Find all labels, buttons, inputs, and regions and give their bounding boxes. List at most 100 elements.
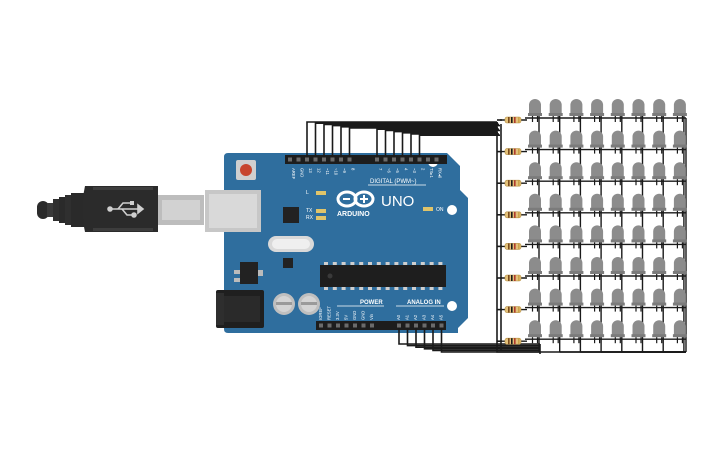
header-pin[interactable]	[431, 323, 435, 328]
jumper-wire[interactable]	[410, 133, 499, 157]
matrix-led[interactable]	[569, 130, 584, 154]
matrix-led[interactable]	[590, 193, 605, 217]
matrix-led[interactable]	[610, 288, 625, 312]
matrix-led[interactable]	[548, 320, 563, 344]
jumper-wire[interactable]	[323, 123, 499, 157]
resistor[interactable]	[500, 179, 527, 187]
matrix-led[interactable]	[672, 99, 687, 122]
matrix-led[interactable]	[652, 288, 667, 312]
header-pin[interactable]	[327, 323, 332, 328]
matrix-led[interactable]	[672, 320, 687, 344]
jumper-wire[interactable]	[348, 127, 499, 157]
jumper-wire[interactable]	[376, 128, 499, 157]
header-pin[interactable]	[296, 157, 301, 162]
matrix-led[interactable]	[672, 257, 687, 280]
matrix-led[interactable]	[569, 162, 584, 186]
matrix-led[interactable]	[569, 99, 584, 122]
matrix-led[interactable]	[548, 257, 563, 280]
header-pin[interactable]	[288, 157, 292, 162]
matrix-led[interactable]	[610, 99, 625, 122]
matrix-led[interactable]	[610, 162, 625, 186]
header-pin[interactable]	[409, 157, 413, 162]
matrix-led[interactable]	[548, 99, 563, 122]
header-pin[interactable]	[305, 157, 309, 162]
header-pin[interactable]	[344, 323, 349, 328]
jumper-wire[interactable]	[418, 134, 501, 157]
header-pin[interactable]	[313, 157, 318, 162]
header-pin[interactable]	[422, 323, 427, 328]
resistor[interactable]	[500, 116, 527, 124]
matrix-led[interactable]	[528, 288, 542, 312]
power-barrel-jack[interactable]	[216, 290, 264, 328]
matrix-led[interactable]	[610, 320, 625, 344]
matrix-led[interactable]	[652, 162, 667, 186]
matrix-led[interactable]	[590, 225, 605, 249]
jumper-wire[interactable]	[398, 328, 540, 345]
header-pin[interactable]	[392, 157, 396, 162]
matrix-led[interactable]	[652, 257, 667, 280]
matrix-led[interactable]	[528, 162, 542, 186]
matrix-led[interactable]	[569, 257, 584, 280]
header-pin[interactable]	[417, 157, 422, 162]
matrix-led[interactable]	[672, 130, 687, 154]
matrix-led[interactable]	[672, 162, 687, 186]
jumper-wire[interactable]	[406, 328, 541, 347]
header-pin[interactable]	[414, 323, 418, 328]
matrix-led[interactable]	[672, 193, 687, 217]
matrix-led[interactable]	[631, 257, 646, 280]
jumper-wire[interactable]	[432, 328, 540, 352]
led-matrix[interactable]	[528, 99, 687, 344]
resistor[interactable]	[500, 274, 527, 282]
header-pin[interactable]	[405, 323, 410, 328]
jumper-wire[interactable]	[331, 124, 501, 157]
matrix-led[interactable]	[528, 257, 542, 280]
matrix-led[interactable]	[569, 193, 584, 217]
power-analog-header[interactable]	[316, 321, 446, 330]
jumper-wire[interactable]	[401, 132, 499, 157]
jumper-wire[interactable]	[384, 129, 501, 157]
matrix-led[interactable]	[548, 162, 563, 186]
usb-cable[interactable]	[37, 186, 204, 232]
matrix-led[interactable]	[590, 320, 605, 344]
header-pin[interactable]	[400, 157, 405, 162]
matrix-led[interactable]	[528, 193, 542, 217]
header-pin[interactable]	[353, 323, 357, 328]
jumper-wires[interactable]	[306, 119, 541, 354]
resistor[interactable]	[500, 243, 527, 250]
header-pin[interactable]	[319, 323, 323, 328]
matrix-led[interactable]	[590, 162, 605, 186]
matrix-led[interactable]	[672, 288, 687, 312]
matrix-led[interactable]	[548, 130, 563, 154]
matrix-led[interactable]	[548, 288, 563, 312]
header-pin[interactable]	[397, 323, 401, 328]
matrix-led[interactable]	[631, 288, 646, 312]
jumper-wire[interactable]	[423, 328, 541, 350]
matrix-led[interactable]	[548, 193, 563, 217]
matrix-led[interactable]	[610, 130, 625, 154]
matrix-led[interactable]	[652, 130, 667, 154]
header-pin[interactable]	[361, 323, 366, 328]
header-pin[interactable]	[322, 157, 326, 162]
reset-button[interactable]	[236, 160, 256, 180]
matrix-led[interactable]	[652, 320, 667, 344]
header-pin[interactable]	[426, 157, 430, 162]
header-pin[interactable]	[439, 323, 444, 328]
matrix-led[interactable]	[569, 320, 584, 344]
resistor[interactable]	[500, 148, 527, 155]
matrix-led[interactable]	[610, 225, 625, 249]
jumper-wire[interactable]	[306, 121, 497, 157]
header-pin[interactable]	[339, 157, 343, 162]
matrix-led[interactable]	[590, 257, 605, 280]
matrix-led[interactable]	[652, 99, 667, 122]
header-pin[interactable]	[336, 323, 340, 328]
jumper-wire[interactable]	[314, 122, 499, 157]
matrix-led[interactable]	[631, 130, 646, 154]
jumper-wire[interactable]	[393, 130, 497, 157]
matrix-led[interactable]	[610, 193, 625, 217]
matrix-led[interactable]	[610, 257, 625, 280]
matrix-led[interactable]	[672, 225, 687, 249]
resistor[interactable]	[500, 337, 527, 345]
matrix-led[interactable]	[631, 193, 646, 217]
